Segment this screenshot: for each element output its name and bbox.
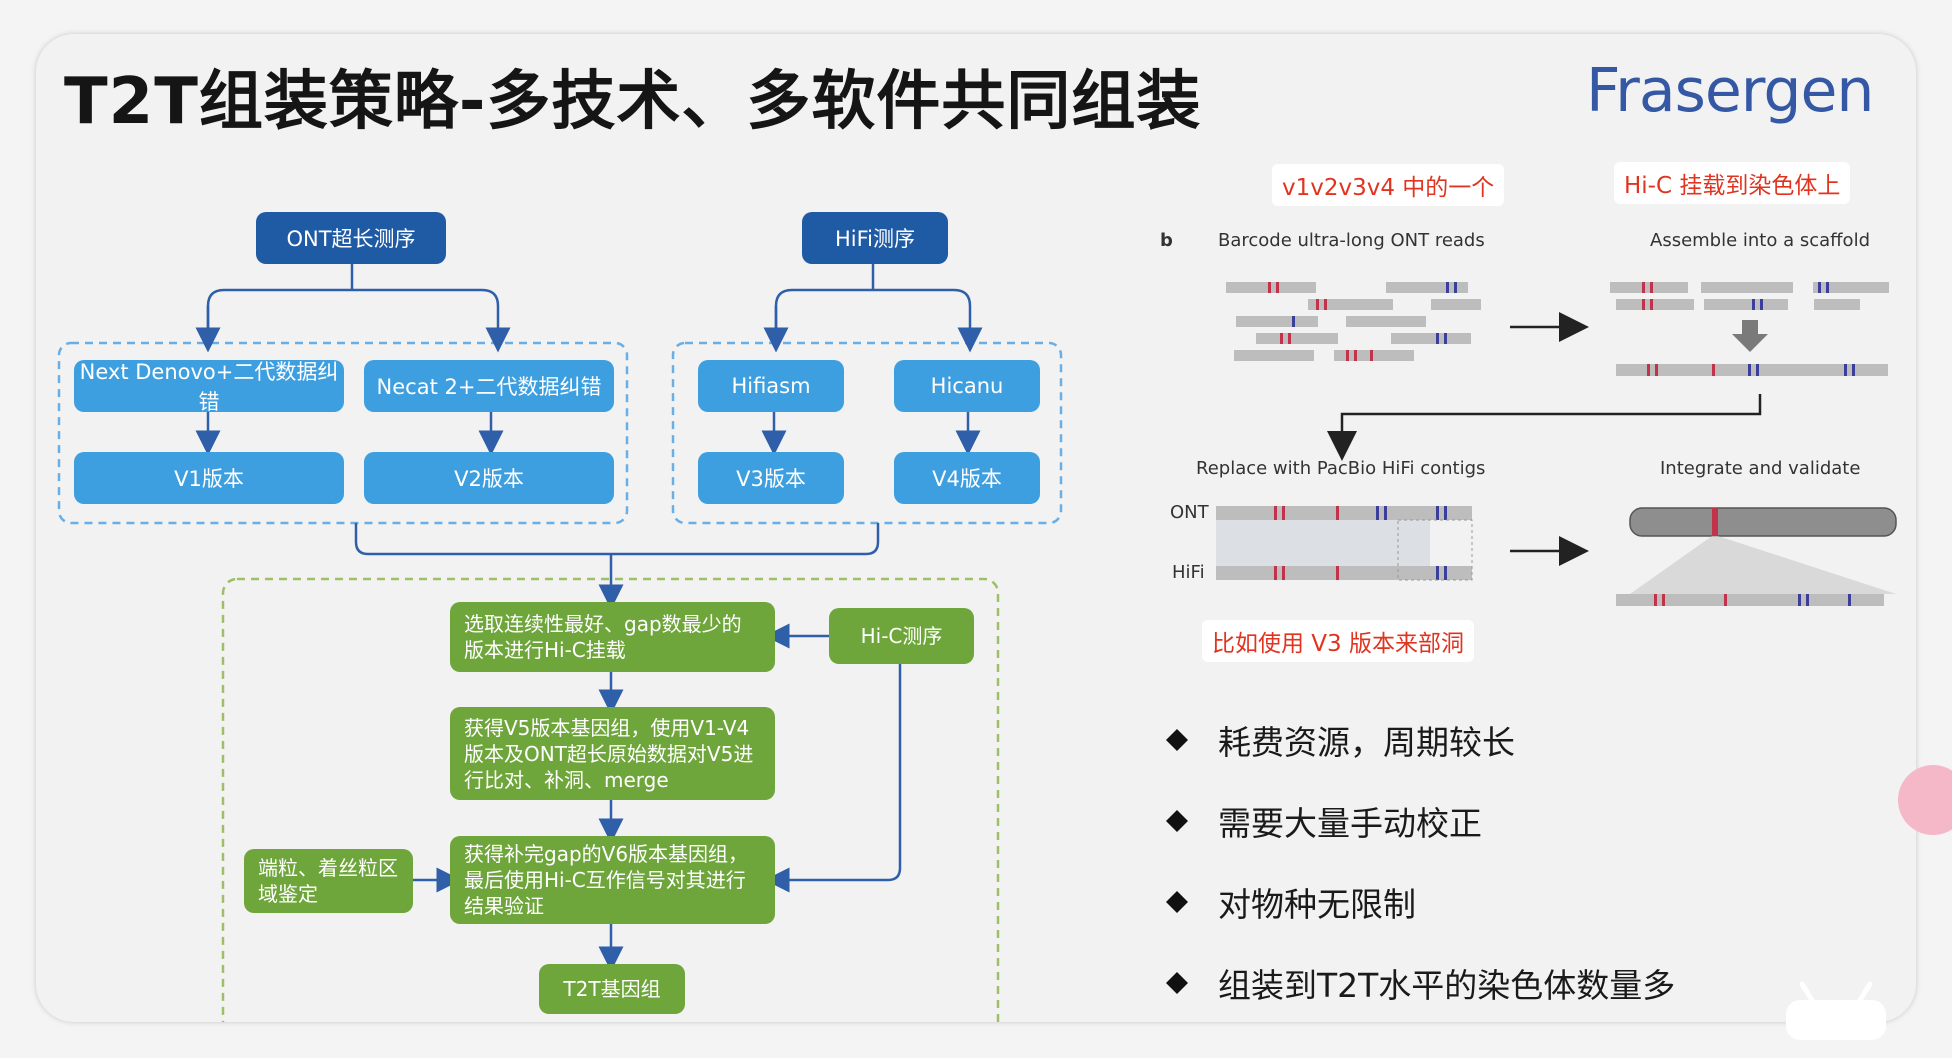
telomere-node: 端粒、着丝粒区域鉴定 — [244, 849, 413, 913]
list-item: 组装到T2T水平的染色体数量多 — [1166, 942, 1675, 1022]
ont-track-label: ONT — [1170, 502, 1209, 523]
step-label: Assemble into a scaffold — [1650, 230, 1870, 251]
list-item: 需要大量手动校正 — [1166, 780, 1675, 861]
v4-node: V4版本 — [894, 452, 1040, 504]
bullet-text: 对物种无限制 — [1218, 884, 1416, 924]
hifi-track-label: HiFi — [1172, 562, 1205, 583]
page-title: T2T组装策略-多技术、多软件共同组装 — [64, 65, 1202, 139]
diamond-bullet-icon — [1166, 809, 1188, 832]
v2-node: V2版本 — [364, 452, 614, 504]
v3-node: V3版本 — [698, 452, 844, 504]
annotation-label: Hi-C 挂载到染色体上 — [1614, 162, 1851, 204]
hic-sequencing-node: Hi-C测序 — [829, 608, 974, 664]
bullet-list: 耗费资源，周期较长 需要大量手动校正 对物种无限制 组装到T2T水平的染色体数量… — [1166, 699, 1675, 1022]
panel-letter: b — [1160, 230, 1173, 251]
hifi-sequencing-node: HiFi测序 — [802, 212, 948, 264]
list-item: 对物种无限制 — [1166, 861, 1675, 942]
video-player-icon[interactable] — [1782, 980, 1892, 1040]
ont-sequencing-node: ONT超长测序 — [256, 212, 446, 264]
diamond-bullet-icon — [1166, 890, 1188, 913]
logo: Frasergen — [1586, 56, 1874, 126]
necat-node: Necat 2+二代数据纠错 — [364, 360, 614, 412]
diamond-bullet-icon — [1166, 971, 1188, 994]
v1-node: V1版本 — [74, 452, 344, 504]
step-label: Replace with PacBio HiFi contigs — [1196, 458, 1486, 479]
v5-node: 获得V5版本基因组，使用V1-V4版本及ONT超长原始数据对V5进行比对、补洞、… — [450, 707, 775, 800]
floating-side-button[interactable] — [1898, 765, 1952, 835]
assembly-schematic — [1216, 282, 1897, 606]
bullet-text: 耗费资源，周期较长 — [1218, 722, 1515, 762]
flow-connectors — [57, 264, 1063, 1022]
step-label: Integrate and validate — [1660, 458, 1861, 479]
annotation-label: 比如使用 V3 版本来部洞 — [1202, 620, 1474, 662]
v6-node: 获得补完gap的V6版本基因组，最后使用Hi-C互作信号对其进行结果验证 — [450, 836, 775, 924]
annotation-label: v1v2v3v4 中的一个 — [1272, 164, 1505, 206]
list-item: 耗费资源，周期较长 — [1166, 699, 1675, 780]
nextdenovo-node: Next Denovo+二代数据纠错 — [74, 360, 344, 414]
hicanu-node: Hicanu — [894, 360, 1040, 412]
step-label: Barcode ultra-long ONT reads — [1218, 230, 1485, 251]
bullet-text: 组装到T2T水平的染色体数量多 — [1218, 965, 1676, 1005]
hifiasm-node: Hifiasm — [698, 360, 844, 412]
bullet-text: 需要大量手动校正 — [1218, 803, 1482, 843]
slide: T2T组装策略-多技术、多软件共同组装 Frasergen — [36, 34, 1916, 1022]
t2t-genome-node: T2T基因组 — [539, 964, 685, 1014]
diamond-bullet-icon — [1166, 728, 1188, 751]
select-best-node: 选取连续性最好、gap数最少的版本进行Hi-C挂载 — [450, 602, 775, 672]
